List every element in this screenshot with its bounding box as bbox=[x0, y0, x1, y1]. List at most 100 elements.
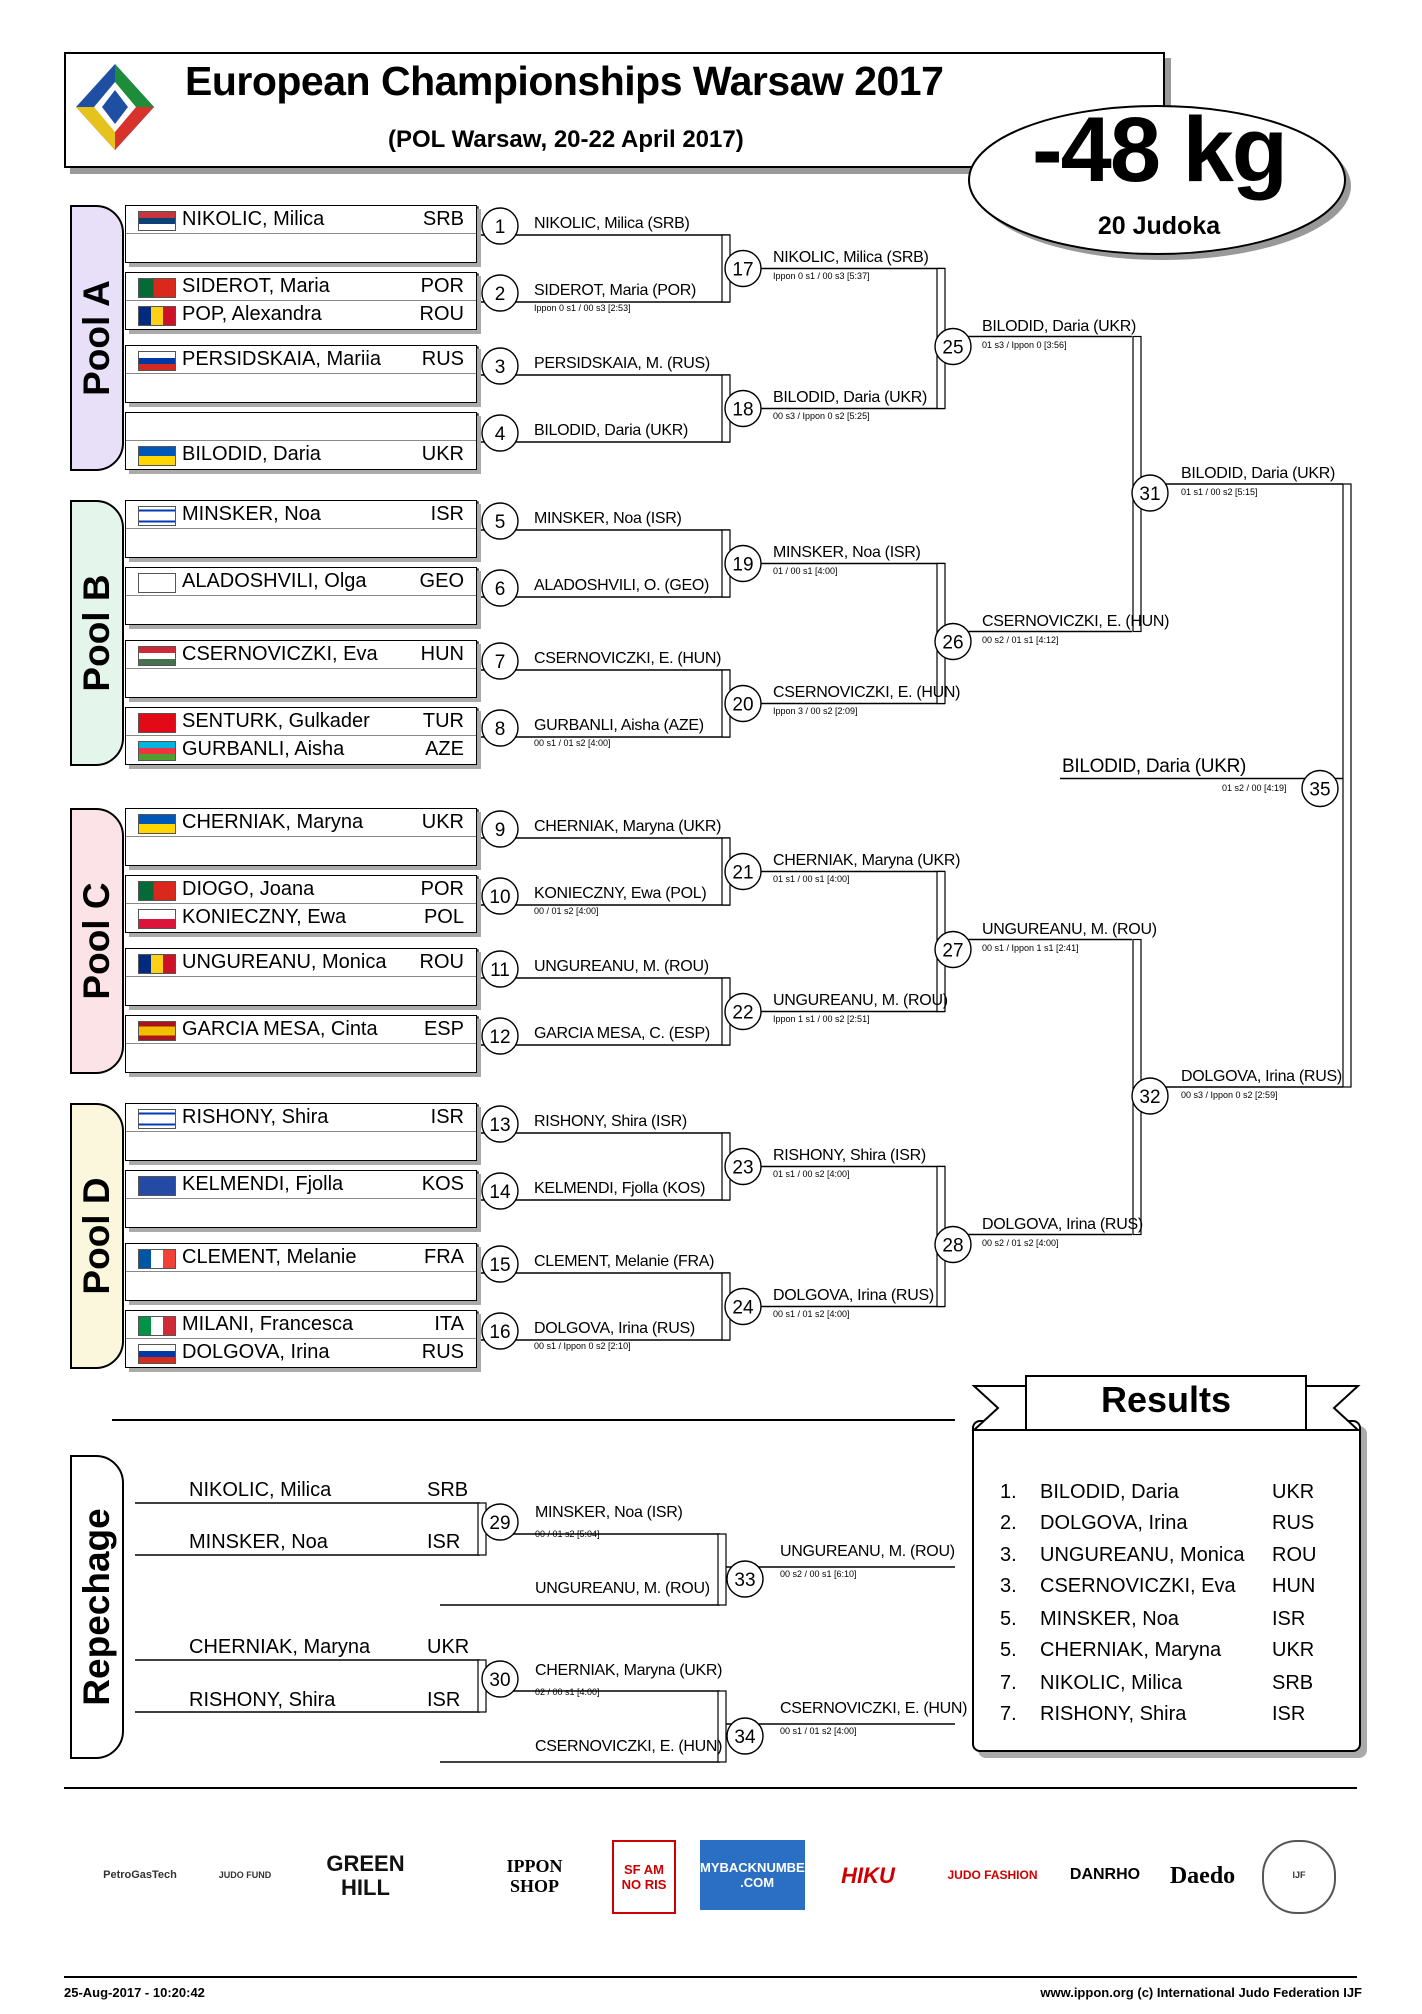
rep2-a-cc: UKR bbox=[427, 1636, 470, 1658]
rou-flag-icon bbox=[138, 306, 176, 326]
athlete-country: RUS bbox=[421, 348, 464, 370]
result-country: HUN bbox=[1272, 1575, 1316, 1597]
athlete-row: ALADOSHVILI, Olga GEO bbox=[126, 568, 476, 595]
rep-bracket bbox=[717, 1533, 727, 1606]
r3-score: 01 s3 / Ippon 0 [3:56] bbox=[982, 339, 1067, 350]
kos-flag-icon bbox=[138, 1176, 176, 1196]
result-rank: 5. bbox=[1000, 1639, 1017, 1661]
athlete-country: GEO bbox=[419, 570, 464, 592]
rep-34-score: 00 s1 / 01 s2 [4:00] bbox=[780, 1726, 857, 1736]
match-circle-28: 28 bbox=[934, 1225, 972, 1264]
athlete-name: KELMENDI, Fjolla bbox=[182, 1173, 344, 1195]
result-name: CSERNOVICZKI, Eva bbox=[1040, 1575, 1236, 1597]
athlete-name: UNGUREANU, Monica bbox=[182, 951, 387, 973]
tur-flag-icon bbox=[138, 713, 176, 733]
match-number: 31 bbox=[1139, 484, 1160, 505]
match-circle-5: 5 bbox=[481, 502, 519, 540]
weight-class-oval bbox=[968, 105, 1351, 260]
judoka-count: 20 Judoka bbox=[1097, 212, 1221, 240]
result-country: ISR bbox=[1272, 1703, 1306, 1725]
match-number: 24 bbox=[732, 1298, 754, 1319]
result-name: DOLGOVA, Irina bbox=[1040, 1512, 1188, 1534]
r2-score: 00 s3 / Ippon 0 s2 [5:25] bbox=[773, 410, 870, 421]
r3-score: 00 s2 / 01 s2 [4:00] bbox=[982, 1237, 1059, 1248]
r2-winner: UNGUREANU, M. (ROU) bbox=[773, 991, 948, 1009]
rep1-b-cc: ISR bbox=[427, 1531, 461, 1553]
daedo-logo: Daedo bbox=[1155, 1840, 1250, 1910]
match-circle-35: 35 bbox=[1301, 769, 1339, 808]
rus-flag-icon bbox=[138, 351, 176, 371]
result-name: UNGUREANU, Monica bbox=[1040, 1544, 1245, 1566]
semi-score: 00 s3 / Ippon 0 s2 [2:59] bbox=[1181, 1090, 1278, 1100]
entry-divider bbox=[126, 373, 476, 374]
hiku-logo: HIKU bbox=[818, 1840, 918, 1910]
r1-winner: GURBANLI, Aisha (AZE) bbox=[534, 717, 704, 734]
athlete-name: KONIECZNY, Ewa bbox=[182, 906, 347, 928]
athlete-name: CSERNOVICZKI, Eva bbox=[182, 643, 378, 665]
r1-winner: PERSIDSKAIA, M. (RUS) bbox=[534, 355, 710, 372]
sponsor-label: MYBACKNUMBER .COM bbox=[700, 1860, 815, 1890]
result-country: UKR bbox=[1272, 1481, 1315, 1503]
pool-label-1: Pool A bbox=[70, 205, 124, 471]
match-number: 14 bbox=[489, 1182, 511, 1203]
rep-33-score: 00 s2 / 00 s1 [6:10] bbox=[780, 1569, 857, 1579]
result-country: ISR bbox=[1272, 1608, 1306, 1630]
sponsor-label: DANRHO bbox=[1069, 1865, 1141, 1883]
match-circle-16: 16 bbox=[481, 1312, 519, 1350]
athlete-country: ITA bbox=[434, 1313, 464, 1335]
match-number: 34 bbox=[734, 1727, 756, 1748]
rep1-b-name: MINSKER, Noa bbox=[189, 1531, 328, 1553]
match-number: 5 bbox=[495, 512, 506, 533]
r1-winner: GARCIA MESA, C. (ESP) bbox=[534, 1025, 710, 1042]
rep-match-circle: 29 bbox=[481, 1503, 519, 1541]
sponsor-label: IJF bbox=[1292, 1869, 1306, 1880]
results-banner bbox=[971, 1375, 1361, 1431]
athlete-name: POP, Alexandra bbox=[182, 303, 322, 325]
athlete-name: GURBANLI, Aisha bbox=[182, 738, 345, 760]
match-number: 26 bbox=[942, 633, 963, 654]
match-number: 21 bbox=[732, 863, 753, 884]
final-score: 01 s2 / 00 [4:19] bbox=[1222, 782, 1287, 793]
danrho-logo: DANRHO bbox=[1060, 1840, 1150, 1910]
match-circle-26: 26 bbox=[934, 622, 972, 661]
rep2-b-name: RISHONY, Shira bbox=[189, 1689, 336, 1711]
athlete-country: UKR bbox=[421, 443, 464, 465]
match-circle-18: 18 bbox=[724, 389, 762, 428]
pool-label-3: Pool C bbox=[70, 808, 124, 1074]
athlete-name: ALADOSHVILI, Olga bbox=[182, 570, 367, 592]
r2-winner: BILODID, Daria (UKR) bbox=[773, 388, 928, 406]
entry-divider bbox=[126, 976, 476, 977]
match-number: 15 bbox=[489, 1255, 510, 1276]
athlete-country: RUS bbox=[421, 1341, 464, 1363]
r2-winner: CSERNOVICZKI, E. (HUN) bbox=[773, 683, 961, 701]
result-name: MINSKER, Noa bbox=[1040, 1608, 1179, 1630]
match-number: 13 bbox=[489, 1115, 510, 1136]
pol-flag-icon bbox=[138, 909, 176, 929]
athlete-country: UKR bbox=[421, 811, 464, 833]
r2-score: 01 s1 / 00 s1 [4:00] bbox=[773, 873, 850, 884]
entry-divider bbox=[126, 903, 476, 904]
ukr-flag-icon bbox=[138, 446, 176, 466]
match-number: 10 bbox=[489, 887, 510, 908]
match-circle-31: 31 bbox=[1131, 474, 1169, 512]
repechage-label: Repechage bbox=[70, 1455, 124, 1759]
match-circle-9: 9 bbox=[481, 810, 519, 848]
athlete-name: SENTURK, Gulkader bbox=[182, 710, 370, 732]
match-circle-20: 20 bbox=[724, 684, 762, 723]
match-circle-8: 8 bbox=[481, 709, 519, 747]
athlete-name: DOLGOVA, Irina bbox=[182, 1341, 330, 1363]
sponsor-label: SF AM NO RIS bbox=[621, 1862, 667, 1892]
athlete-country: FRA bbox=[424, 1246, 464, 1268]
entry-divider bbox=[126, 1131, 476, 1132]
result-rank: 7. bbox=[1000, 1672, 1017, 1694]
